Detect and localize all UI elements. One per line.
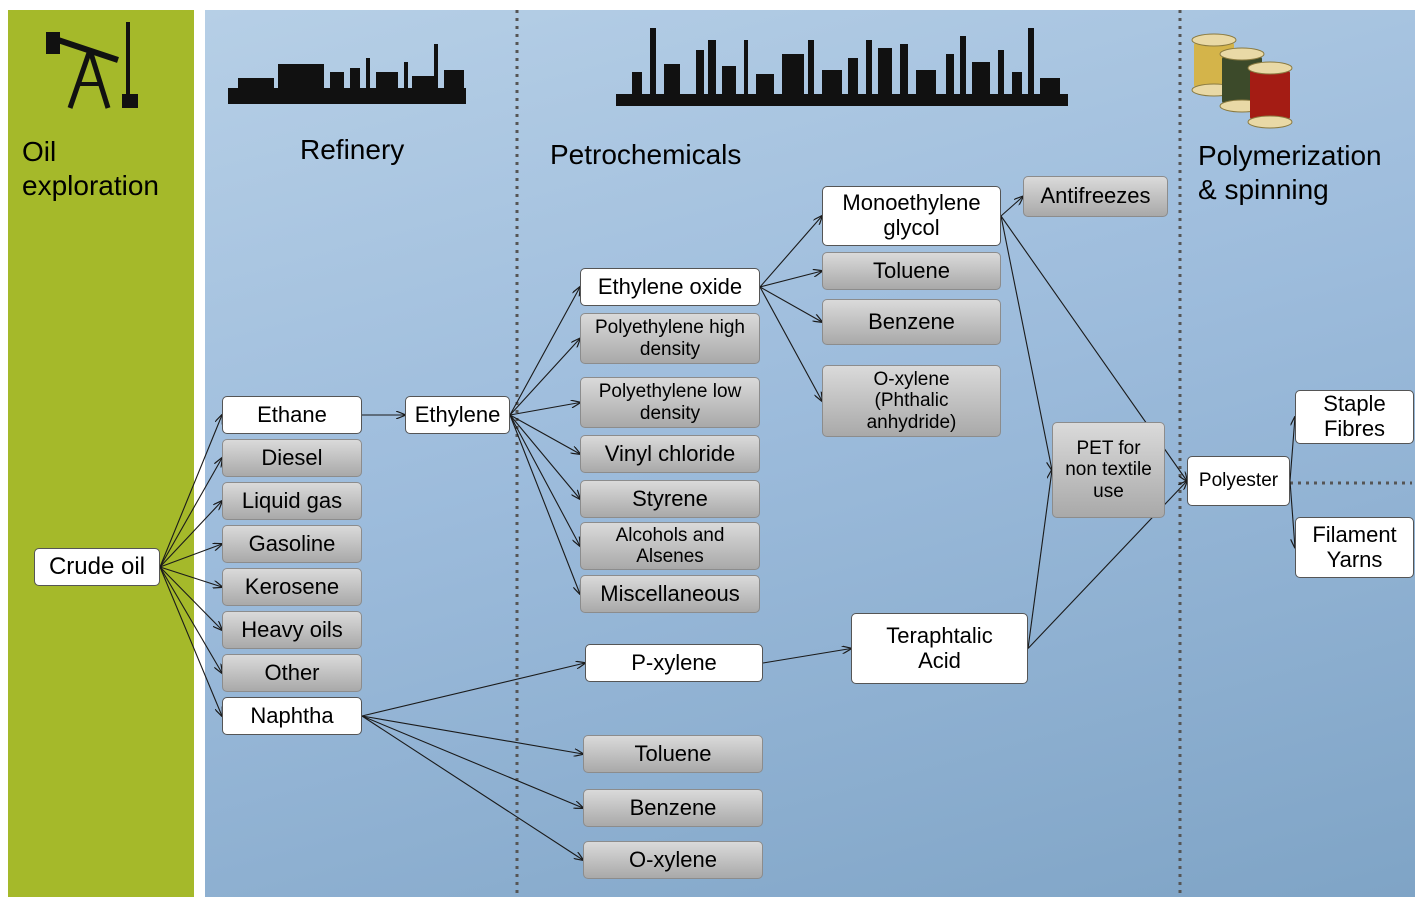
process-panel <box>205 10 1415 897</box>
pumpjack-icon <box>46 22 138 109</box>
node-polyethylene-high-density: Polyethylene high density <box>580 313 760 364</box>
node-ethylene-oxide: Ethylene oxide <box>580 268 760 306</box>
node-teraphtalic-acid: Teraphtalic Acid <box>851 613 1028 684</box>
petrochemical-plant-icon <box>616 28 1068 106</box>
arrow-naphtha-to-benzene_n <box>361 715 583 808</box>
node-kerosene: Kerosene <box>222 568 362 606</box>
arrow-ethylene-to-alcohols <box>509 414 580 546</box>
node-o-xylene-phthalic-anhydride: O-xylene (Phthalic anhydride) <box>822 365 1001 437</box>
arrow-ethylene-to-pe_high <box>509 339 580 416</box>
node-naphtha: Naphtha <box>222 697 362 735</box>
arrow-ethylene_oxide-to-oxylene_e <box>759 286 822 401</box>
arrow-ethylene-to-pe_low <box>509 403 580 416</box>
node-toluene-ethylene-oxide: Toluene <box>822 252 1001 290</box>
arrow-ethylene-to-vinyl_chloride <box>509 414 580 454</box>
arrow-pxylene-to-tpa <box>762 649 851 664</box>
node-styrene: Styrene <box>580 480 760 518</box>
stage-title-petrochemicals: Petrochemicals <box>550 139 742 170</box>
arrow-ethylene-to-misc <box>509 414 580 594</box>
arrow-meg-to-antifreezes <box>1000 197 1023 217</box>
node-alcohols-and-alsenes: Alcohols and Alsenes <box>580 522 760 570</box>
arrow-crude_oil-to-gasoline <box>159 544 222 568</box>
node-o-xylene-naphtha: O-xylene <box>583 841 763 879</box>
node-diesel: Diesel <box>222 439 362 477</box>
arrow-crude_oil-to-liquid_gas <box>159 501 222 568</box>
node-polyester: Polyester <box>1187 456 1290 506</box>
arrow-crude_oil-to-other <box>159 566 222 673</box>
arrow-polyester-to-filament <box>1289 480 1295 548</box>
node-crude-oil: Crude oil <box>34 548 160 586</box>
node-benzene-naphtha: Benzene <box>583 789 763 827</box>
node-liquid-gas: Liquid gas <box>222 482 362 520</box>
arrow-tpa-to-pet <box>1027 470 1052 649</box>
refinery-skyline-icon <box>228 44 466 104</box>
node-gasoline: Gasoline <box>222 525 362 563</box>
arrow-crude_oil-to-naphtha <box>159 566 222 716</box>
node-staple-fibres: Staple Fibres <box>1295 390 1414 444</box>
node-vinyl-chloride: Vinyl chloride <box>580 435 760 473</box>
arrow-naphtha-to-pxylene <box>361 663 585 717</box>
arrow-naphtha-to-oxylene_n <box>361 715 583 860</box>
arrow-ethylene-to-styrene <box>509 414 580 499</box>
node-benzene-ethylene-oxide: Benzene <box>822 299 1001 345</box>
node-other: Other <box>222 654 362 692</box>
node-heavy-oils: Heavy oils <box>222 611 362 649</box>
node-ethane: Ethane <box>222 396 362 434</box>
node-p-xylene: P-xylene <box>585 644 763 682</box>
arrow-ethylene_oxide-to-toluene_e <box>759 271 822 288</box>
arrow-crude_oil-to-kerosene <box>159 566 222 587</box>
thread-spools-icon <box>1191 33 1293 129</box>
stage-title-oil-exploration: Oil exploration <box>22 136 159 202</box>
flow-arrows <box>159 197 1295 861</box>
node-monoethylene-glycol: Monoethylene glycol <box>822 186 1001 246</box>
arrow-meg-to-pet <box>1000 215 1052 470</box>
node-antifreezes: Antifreezes <box>1023 176 1168 217</box>
stage-title-refinery: Refinery <box>300 134 405 165</box>
node-pet-non-textile: PET for non textile use <box>1052 422 1165 518</box>
oil-exploration-panel <box>8 10 194 897</box>
node-ethylene: Ethylene <box>405 396 510 434</box>
node-polyethylene-low-density: Polyethylene low density <box>580 377 760 428</box>
arrow-ethylene_oxide-to-meg <box>759 216 822 288</box>
node-filament-yarns: Filament Yarns <box>1295 517 1414 578</box>
arrow-ethylene-to-ethylene_oxide <box>509 287 580 416</box>
stage-title-polymerization: Polymerization & spinning <box>1198 140 1382 206</box>
node-toluene-naphtha: Toluene <box>583 735 763 773</box>
arrow-naphtha-to-toluene_n <box>361 715 583 754</box>
arrow-crude_oil-to-heavy_oils <box>159 566 222 630</box>
arrow-ethylene_oxide-to-benzene_e <box>759 286 822 322</box>
arrow-polyester-to-staple <box>1289 417 1295 482</box>
arrow-crude_oil-to-ethane <box>159 415 222 568</box>
node-miscellaneous: Miscellaneous <box>580 575 760 613</box>
arrow-crude_oil-to-diesel <box>159 458 222 568</box>
